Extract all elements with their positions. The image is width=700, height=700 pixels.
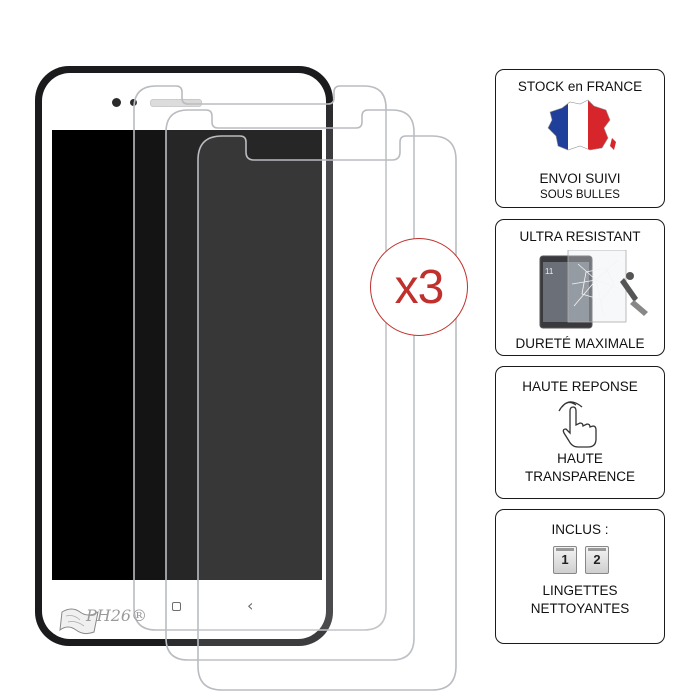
card-stock-france: STOCK en FRANCE ENVOI SUIVI SOUS BULLES: [495, 69, 665, 208]
screen-protector-2: [165, 109, 415, 661]
earpiece-speaker: [150, 99, 202, 107]
card-title: STOCK en FRANCE: [517, 79, 643, 94]
card-inclus: INCLUS : 1 2 LINGETTES NETTOYANTES: [495, 509, 665, 644]
home-square-icon: [172, 602, 181, 611]
wipe-packet-2-icon: 2: [585, 546, 609, 574]
card-line-1: LINGETTES: [542, 583, 618, 598]
sensor-icon: [130, 99, 137, 106]
card-line-1: DURETÉ MAXIMALE: [515, 336, 645, 351]
screen-protector-1: [133, 85, 387, 631]
card-line-1: HAUTE: [557, 451, 603, 466]
screen-protector-3: [197, 135, 457, 691]
phone-screen: [52, 130, 322, 580]
card-title: INCLUS :: [551, 522, 609, 537]
card-line-1: ENVOI SUIVI: [539, 171, 621, 186]
quantity-badge: x3: [370, 238, 468, 336]
card-line-2: SOUS BULLES: [540, 189, 620, 201]
card-title: HAUTE REPONSE: [522, 379, 638, 394]
cracked-glass-phone-icon: 11: [539, 250, 648, 329]
card-haute-reponse: HAUTE REPONSE HAUTE TRANSPARENCE: [495, 366, 665, 499]
card-line-2: NETTOYANTES: [530, 601, 630, 616]
touch-hand-icon: [558, 401, 597, 448]
brand-logo: PH26®: [86, 606, 148, 625]
svg-text:11: 11: [545, 267, 554, 276]
card-line-2: TRANSPARENCE: [524, 469, 636, 484]
front-camera-icon: [112, 98, 121, 107]
card-ultra-resistant: ULTRA RESISTANT 11 DURETÉ MAXIMALE: [495, 219, 665, 356]
wipe-packet-1-icon: 1: [553, 546, 577, 574]
france-flag-map-icon: [547, 99, 616, 151]
microfiber-cloth-icon: [59, 608, 99, 635]
card-title: ULTRA RESISTANT: [519, 229, 641, 244]
back-chevron-icon: ‹: [247, 596, 253, 615]
